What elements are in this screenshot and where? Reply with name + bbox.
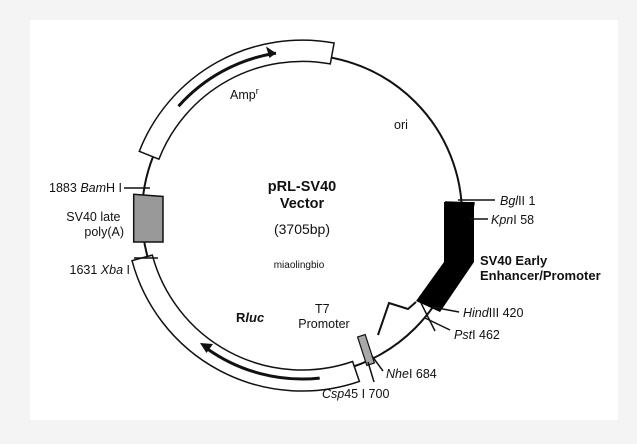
csp45i-site-tick	[367, 361, 375, 383]
vector-subtitle: Vector	[280, 196, 325, 212]
psti-site-tick	[424, 317, 451, 331]
nhei-label: NheI 684	[386, 367, 437, 381]
sv40-promoter-block-body	[444, 202, 474, 262]
insert-connector	[377, 301, 417, 336]
csp45i-label: Csp45 I 700	[322, 387, 389, 401]
polya-label: SV40 late poly(A)	[66, 210, 124, 239]
hindiii-label: HindIII 420	[463, 306, 524, 320]
bamhi-label: 1883 BamH I	[49, 181, 122, 195]
t7-label: T7 Promoter	[298, 302, 349, 331]
xbai-label: 1631 Xba I	[70, 263, 130, 277]
rluc-block	[131, 254, 361, 392]
t7-promoter-block	[356, 333, 376, 367]
rluc-label: Rluc	[236, 310, 265, 325]
amp-direction-arrow	[177, 51, 277, 108]
pst-connector	[420, 302, 436, 332]
vector-size: (3705bp)	[274, 221, 330, 237]
sv40-promoter-block-tail	[416, 262, 474, 312]
rluc-arrowhead	[200, 343, 213, 353]
promoter-label: SV40 Early Enhancer/Promoter	[480, 253, 601, 283]
sv40-polya-block	[132, 193, 164, 243]
bglii-label: BglII 1	[500, 194, 535, 208]
ori-label: ori	[394, 118, 408, 132]
watermark-text: miaolingbio	[274, 260, 325, 271]
hindiii-site-tick	[431, 306, 460, 313]
amp-arrowhead	[266, 46, 276, 58]
kpni-label: KpnI 58	[491, 213, 534, 227]
rluc-direction-arrow	[206, 347, 320, 381]
psti-label: PstI 462	[454, 328, 500, 342]
amp-label: Ampr	[230, 86, 259, 102]
vector-name: pRL-SV40	[268, 179, 337, 195]
nhei-site-tick	[371, 355, 384, 372]
diagram-panel	[30, 20, 618, 420]
